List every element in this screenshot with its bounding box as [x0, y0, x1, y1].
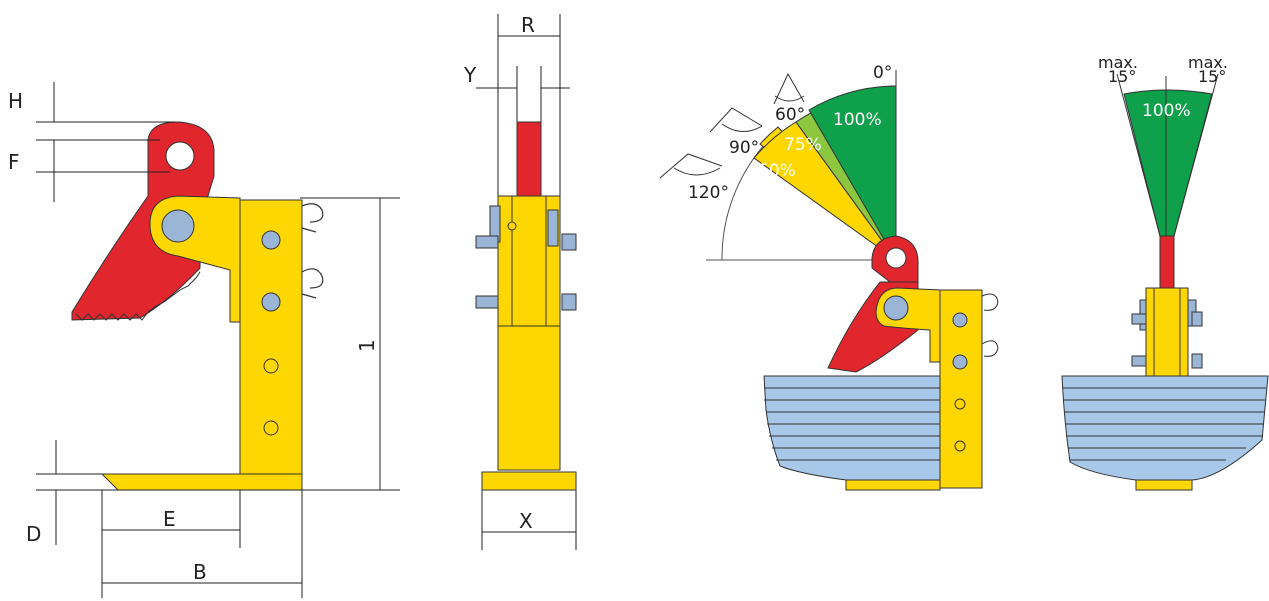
angle-markers — [659, 72, 805, 179]
max-right-value: 15° — [1198, 67, 1226, 86]
front-view-dimension-lines — [476, 14, 577, 550]
dim-X: X — [519, 509, 533, 533]
angle-90: 90° — [729, 138, 759, 158]
front-angle-diagram — [1061, 73, 1269, 491]
dim-E: E — [163, 507, 176, 531]
front-steel-plate — [1061, 375, 1269, 481]
base-plate — [100, 473, 303, 491]
capacity-100: 100% — [833, 110, 882, 130]
capacity-75: 75% — [784, 135, 822, 155]
steel-plate — [763, 375, 941, 481]
max-left-label: max. — [1098, 53, 1138, 72]
capacity-front-100: 100% — [1142, 101, 1191, 121]
angle-60: 60° — [775, 105, 805, 125]
dim-F: F — [8, 150, 20, 174]
dim-Y: Y — [463, 63, 477, 87]
angle-0: 0° — [873, 63, 892, 83]
angle-120: 120° — [688, 183, 729, 203]
max-left-value: 15° — [1108, 67, 1136, 86]
dim-1: 1 — [355, 339, 379, 352]
dim-D: D — [26, 522, 41, 546]
side-view — [71, 121, 324, 491]
side-view-dimension-lines — [36, 82, 400, 598]
capacity-50: 50% — [758, 161, 796, 181]
front-view — [475, 121, 577, 491]
angle-sector-diagram — [706, 70, 999, 491]
cam-hole — [165, 141, 195, 171]
sector-100 — [808, 85, 897, 262]
dim-B: B — [193, 560, 207, 584]
dim-R: R — [521, 13, 535, 37]
max-right-label: max. — [1188, 53, 1228, 72]
dim-H: H — [8, 89, 23, 113]
pivot-pin — [161, 209, 195, 243]
